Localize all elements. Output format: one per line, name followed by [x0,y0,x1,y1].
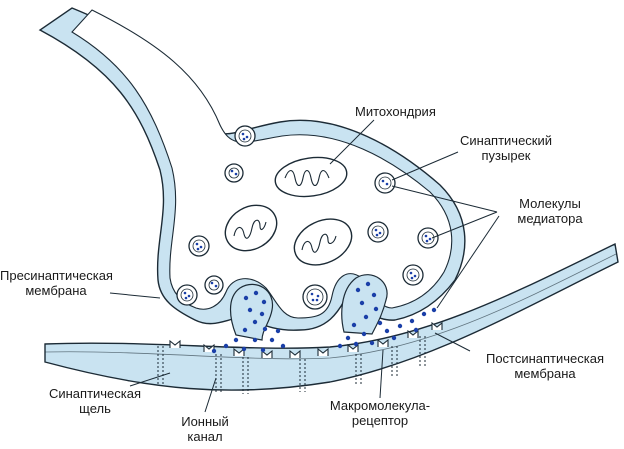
label-receptor-macromolecule-line2: рецептор [318,413,442,428]
label-presynaptic-membrane-line1: Пресинаптическая [0,268,112,283]
label-mediator-molecules: Молекулы медиатора [500,196,600,226]
label-receptor-macromolecule-line1: Макромолекула- [318,398,442,413]
vesicle [205,276,223,294]
label-synaptic-cleft-line1: Синаптическая [40,386,150,401]
vesicle [189,236,209,256]
label-synaptic-vesicle-line2: пузырек [446,148,566,163]
label-postsynaptic-membrane-line1: Постсинаптическая [470,351,620,366]
label-synaptic-vesicle-line1: Синаптический [446,133,566,148]
label-presynaptic-membrane-line2: мембрана [0,283,112,298]
vesicle [418,228,438,248]
vesicle [235,126,255,146]
label-synaptic-vesicle: Синаптический пузырек [446,133,566,163]
label-presynaptic-membrane: Пресинаптическая мембрана [0,268,112,298]
label-receptor-macromolecule: Макромолекула- рецептор [318,398,442,428]
label-synaptic-cleft-line2: щель [40,401,150,416]
vesicle [303,285,327,309]
label-ion-channel-line1: Ионный [165,414,245,429]
label-ion-channel-line2: канал [165,429,245,444]
label-ion-channel: Ионный канал [165,414,245,444]
vesicle [375,173,395,193]
vesicle [403,265,423,285]
vesicle [177,285,197,305]
vesicle [225,164,243,182]
vesicle [368,222,388,242]
label-mediator-molecules-line2: медиатора [500,211,600,226]
label-mitochondria: Митохондрия [355,104,436,119]
label-postsynaptic-membrane-line2: мембрана [470,366,620,381]
label-mediator-molecules-line1: Молекулы [500,196,600,211]
label-synaptic-cleft: Синаптическая щель [40,386,150,416]
label-postsynaptic-membrane: Постсинаптическая мембрана [470,351,620,381]
